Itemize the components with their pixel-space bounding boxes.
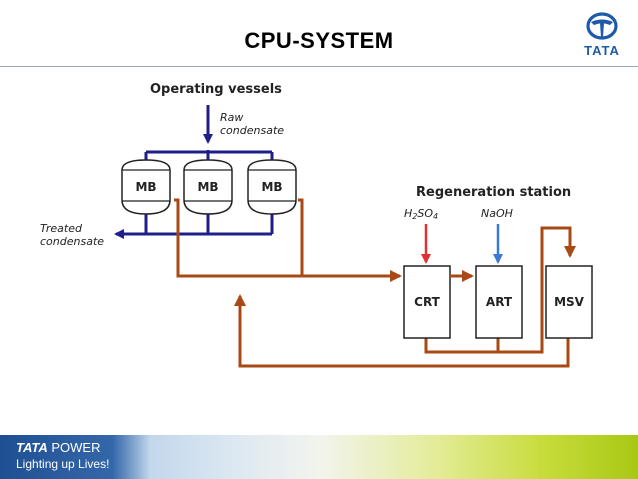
mb-vessel-1: MB (121, 159, 171, 215)
raw-condensate-label-line1: Raw (220, 111, 243, 124)
footer-brand-bold: TATA (16, 440, 48, 455)
operating-vessels-title: Operating vessels (150, 82, 282, 97)
mb-vessel-3: MB (247, 159, 297, 215)
footer-brand-panel (0, 435, 150, 479)
logo-wordmark: TATA (584, 43, 620, 58)
resin-transfer-line-to-crt (174, 198, 402, 282)
art-unit: ART (475, 265, 523, 339)
header-divider (0, 66, 638, 67)
page-title: CPU-SYSTEM (244, 28, 394, 53)
vessel-three-transfer-line (298, 198, 304, 276)
msv-unit: MSV (545, 265, 593, 339)
regeneration-station-title: Regeneration station (416, 185, 571, 200)
mb-vessel-2: MB (183, 159, 233, 215)
art-label: ART (486, 295, 513, 309)
treated-condensate-label-line2: condensate (40, 235, 104, 248)
cpu-system-diagram: Operating vessels Regeneration station R… (40, 82, 593, 368)
acid-label: H2SO4 (404, 207, 438, 221)
base-label: NaOH (481, 207, 513, 220)
resin-return-line (234, 294, 570, 368)
vessel-2-label: MB (197, 180, 218, 194)
msv-label: MSV (554, 295, 585, 309)
crt-label: CRT (414, 295, 441, 309)
crt-unit: CRT (403, 265, 451, 339)
vessel-1-label: MB (135, 180, 156, 194)
treated-condensate-label-line1: Treated (40, 222, 83, 235)
footer-brand-rest: POWER (47, 440, 101, 455)
tata-logo-icon (586, 12, 618, 40)
footer-tagline: Lighting up Lives! (16, 457, 110, 471)
raw-condensate-label-line2: condensate (220, 124, 284, 137)
vessel-3-label: MB (261, 180, 282, 194)
crt-art-bottom-line (424, 226, 576, 354)
footer-bar: TATA POWER Lighting up Lives! (0, 435, 638, 479)
footer-brand: TATA POWER (16, 440, 101, 455)
